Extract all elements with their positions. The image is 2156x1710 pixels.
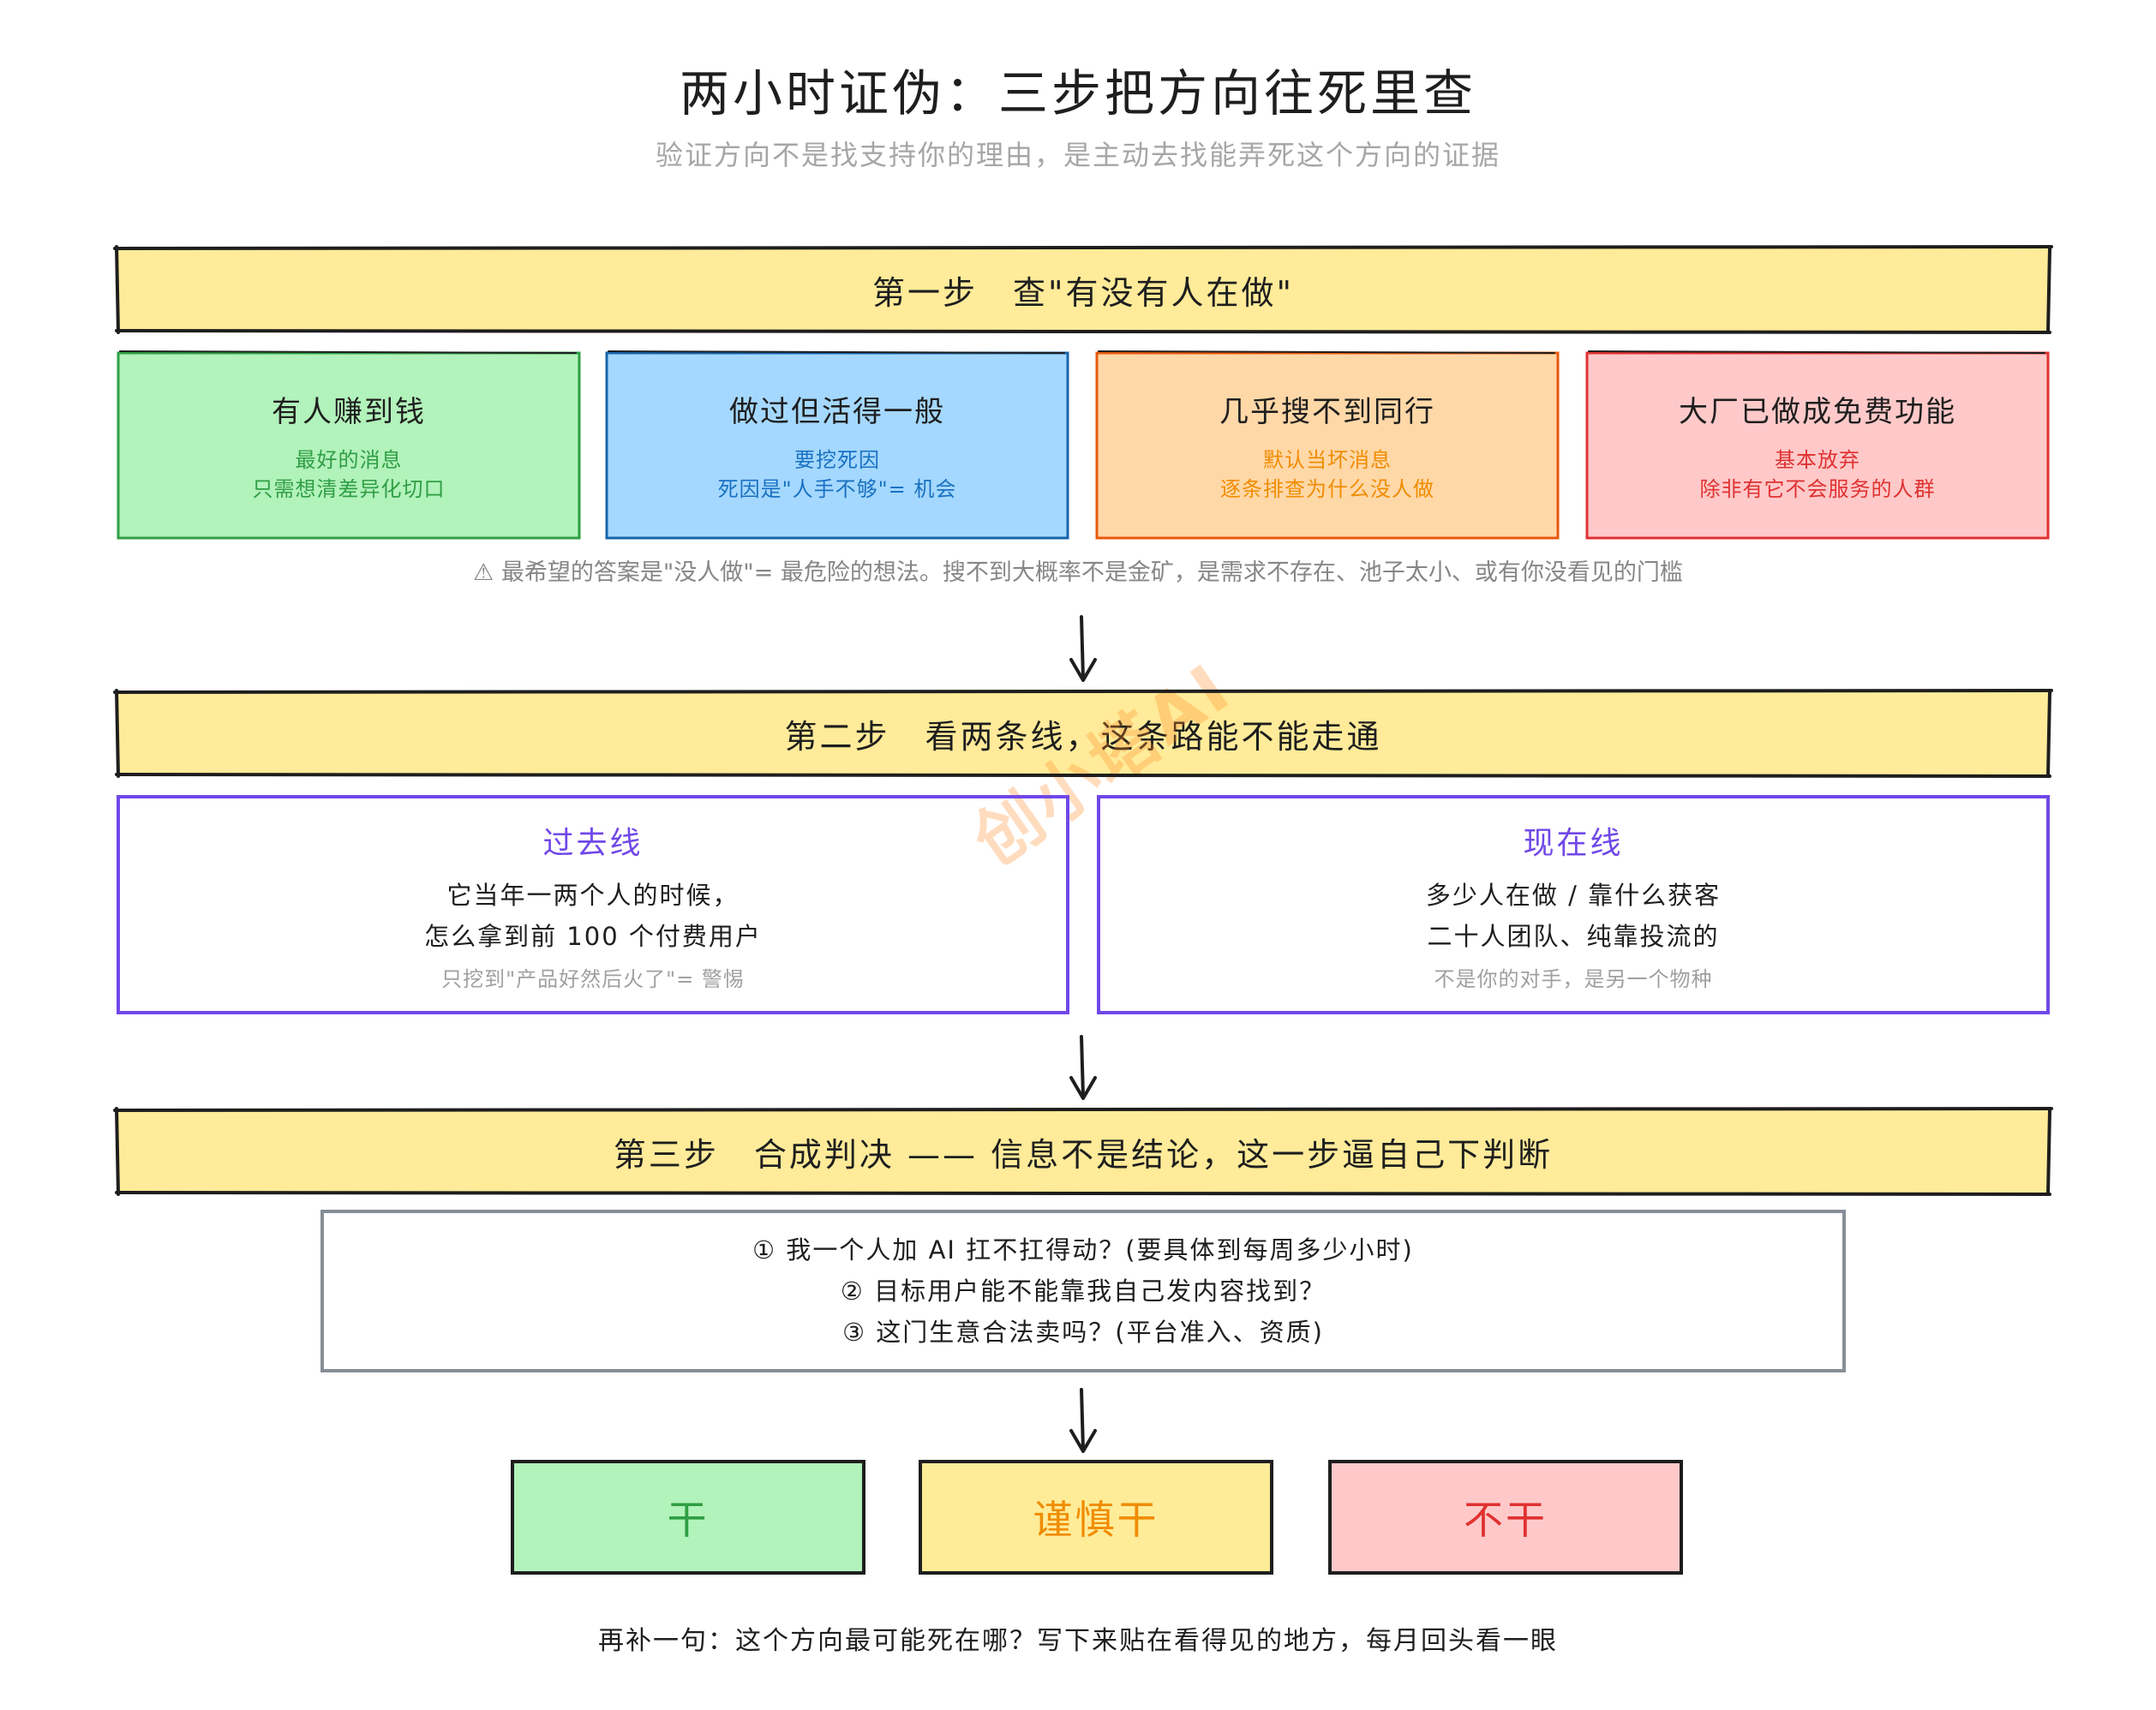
warning-note: ⚠ 最希望的答案是"没人做"= 最危险的想法。搜不到大概率不是金矿，是需求不存在…	[473, 559, 1683, 586]
card-title: 有人赚到钱	[272, 394, 426, 429]
card-subtext: 要挖死因	[794, 447, 880, 472]
past-line-card: 过去线 它当年一两个人的时候， 怎么拿到前 100 个付费用户 只挖到"产品好然…	[118, 797, 1068, 1013]
card-subtext: 最好的消息	[295, 447, 403, 472]
footer-note: 再补一句：这个方向最可能死在哪？写下来贴在看得见的地方，每月回头看一眼	[598, 1626, 1558, 1656]
present-line-card: 现在线 多少人在做 / 靠什么获客 二十人团队、纯靠投流的 不是你的对手，是另一…	[1099, 797, 2048, 1013]
card-done-mediocre: 做过但活得一般 要挖死因 死因是"人手不够"= 机会	[607, 353, 1068, 538]
card-subtext: 死因是"人手不够"= 机会	[717, 476, 957, 501]
card-title: 大厂已做成免费功能	[1679, 394, 1956, 429]
arrow-down-icon	[1069, 1035, 1097, 1100]
present-line-text: 二十人团队、纯靠投流的	[1427, 921, 1720, 951]
verdict-cautious: 谨慎干	[920, 1462, 1272, 1573]
past-line-text: 它当年一两个人的时候，	[446, 880, 740, 910]
present-line-note: 不是你的对手，是另一个物种	[1434, 966, 1713, 991]
question-item: ③ 这门生意合法卖吗？(平台准入、资质)	[842, 1318, 1324, 1347]
card-subtext: 逐条排查为什么没人做	[1220, 476, 1434, 501]
card-someone-earned: 有人赚到钱 最好的消息 只需想清差异化切口	[118, 353, 579, 538]
page-subtitle: 验证方向不是找支持你的理由，是主动去找能弄死这个方向的证据	[655, 139, 1500, 171]
question-item: ① 我一个人加 AI 扛不扛得动？(要具体到每周多少小时)	[752, 1235, 1414, 1265]
card-subtext: 默认当坏消息	[1263, 447, 1392, 472]
past-line-text: 怎么拿到前 100 个付费用户	[424, 921, 762, 951]
verdict-no-go: 不干	[1330, 1462, 1681, 1573]
present-line-text: 多少人在做 / 靠什么获客	[1425, 880, 1722, 910]
arrow-down-icon	[1069, 1388, 1097, 1453]
past-line-note: 只挖到"产品好然后火了"= 警惕	[441, 966, 745, 991]
step3-banner: 第三步 合成判决 —— 信息不是结论，这一步逼自己下判断	[117, 1110, 2050, 1193]
card-big-company-free: 大厂已做成免费功能 基本放弃 除非有它不会服务的人群	[1587, 353, 2048, 538]
past-line-title: 过去线	[542, 825, 644, 861]
card-subtext: 只需想清差异化切口	[252, 476, 446, 501]
step1-banner: 第一步 查"有没有人在做"	[117, 248, 2050, 331]
card-subtext: 除非有它不会服务的人群	[1699, 476, 1936, 501]
arrow-down-icon	[1069, 615, 1097, 682]
question-item: ② 目标用户能不能靠我自己发内容找到？	[840, 1277, 1327, 1306]
card-title: 做过但活得一般	[729, 394, 945, 429]
card-subtext: 基本放弃	[1775, 447, 1860, 472]
step2-banner: 第二步 看两条线，这条路能不能走通	[117, 692, 2050, 774]
questions-box: ① 我一个人加 AI 扛不扛得动？(要具体到每周多少小时) ② 目标用户能不能靠…	[322, 1211, 1844, 1371]
card-no-peers: 几乎搜不到同行 默认当坏消息 逐条排查为什么没人做	[1097, 353, 1558, 538]
present-line-title: 现在线	[1523, 825, 1624, 861]
page-title: 两小时证伪：三步把方向往死里查	[679, 64, 1476, 123]
card-title: 几乎搜不到同行	[1219, 394, 1435, 429]
verdict-go: 干	[512, 1462, 864, 1573]
